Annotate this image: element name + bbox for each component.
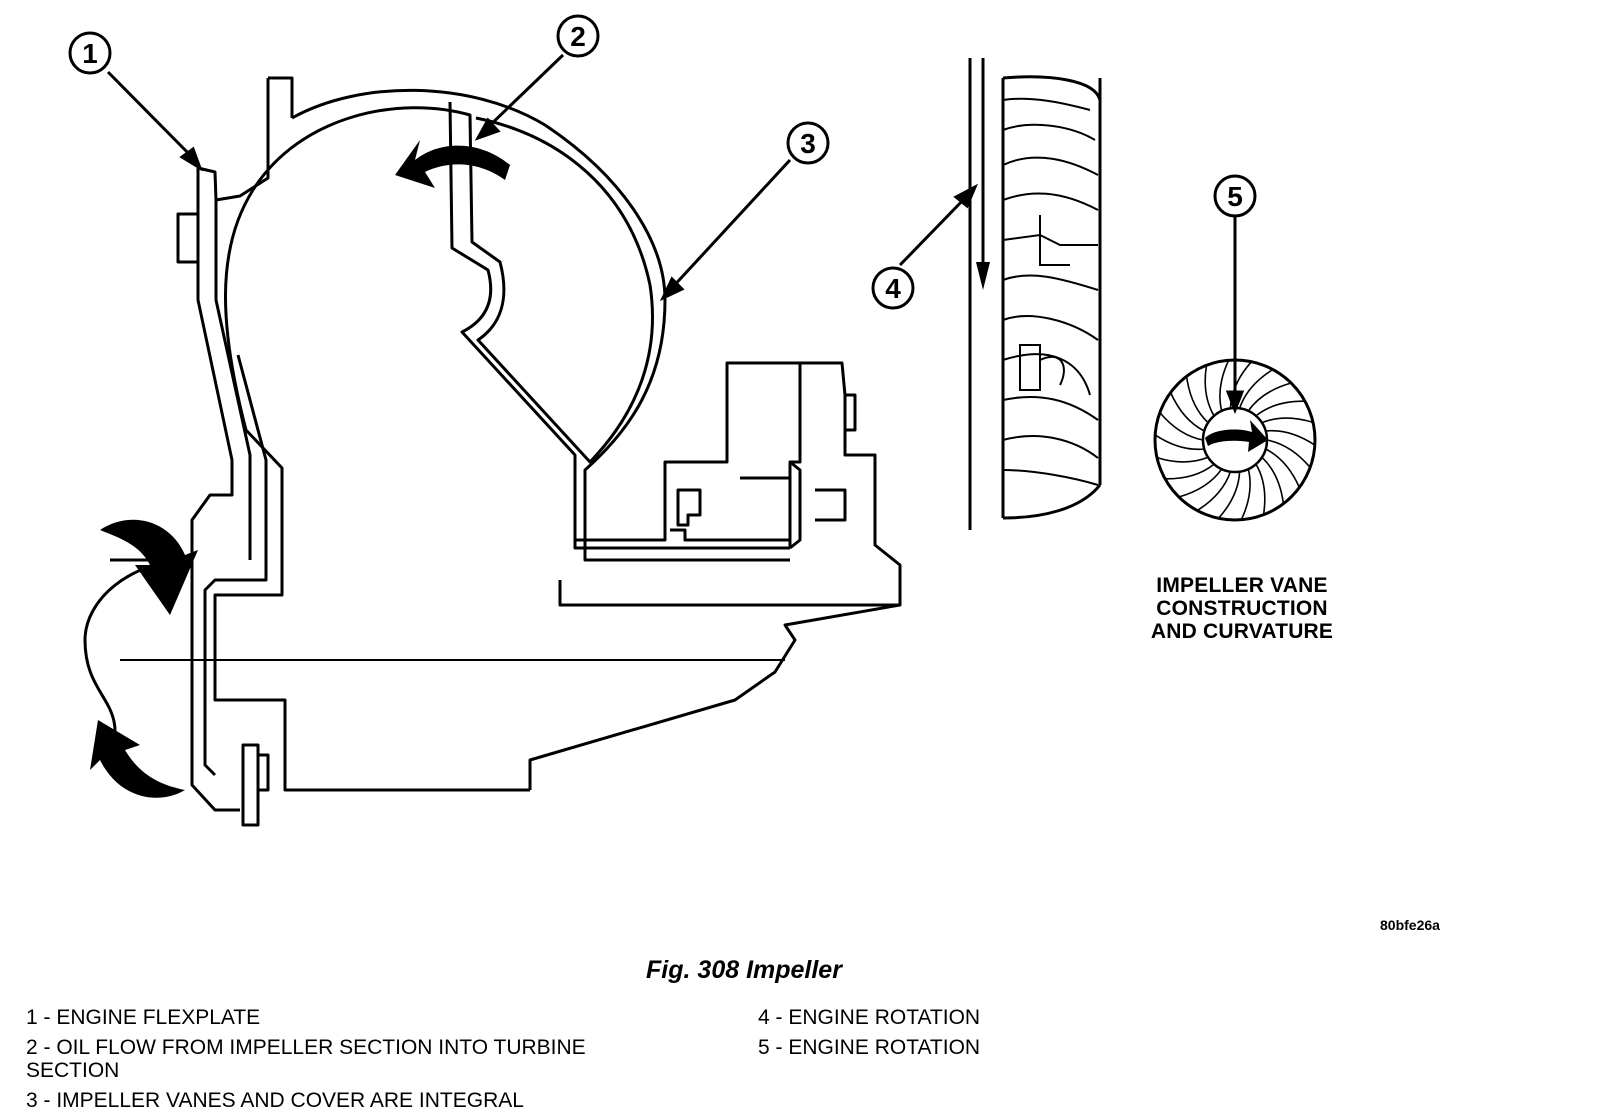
vane-line	[1265, 448, 1301, 488]
callout-2: 2	[556, 14, 600, 58]
vane-caption-line-1: IMPELLER VANE	[1156, 574, 1327, 597]
callout-1: 1	[68, 31, 112, 75]
legend-right: 4 - ENGINE ROTATION 5 - ENGINE ROTATION	[758, 1006, 980, 1059]
legend-item-4: 4 - ENGINE ROTATION	[758, 1006, 981, 1029]
rotation-arrows	[90, 140, 510, 798]
vane-side-view	[968, 58, 1102, 530]
vane-line	[1196, 471, 1232, 512]
vane-line	[1261, 417, 1314, 424]
vane-line	[1238, 368, 1274, 409]
vane-line	[1154, 434, 1205, 451]
oil-flow-arrow	[395, 140, 510, 188]
figure-code: 80bfe26a	[1380, 917, 1440, 933]
vane-line	[1265, 429, 1316, 446]
callout-4-number: 4	[885, 273, 901, 304]
legend-item-3: 3 - IMPELLER VANES AND COVER ARE INTEGRA…	[26, 1089, 524, 1112]
legend-left: 1 - ENGINE FLEXPLATE 2 - OIL FLOW FROM I…	[26, 1006, 586, 1112]
vane-line	[1240, 468, 1251, 521]
legend-item-1: 1 - ENGINE FLEXPLATE	[26, 1006, 261, 1029]
vane-line	[1261, 456, 1285, 504]
legend-item-5: 5 - ENGINE ROTATION	[758, 1036, 981, 1059]
vane-line	[1247, 382, 1292, 412]
callout-5: 5	[1213, 174, 1257, 218]
legend-item-2-cont: SECTION	[26, 1059, 120, 1082]
vane-line	[1185, 376, 1209, 424]
wheel-rotation-arrow	[1205, 420, 1268, 452]
vane-line	[1169, 392, 1205, 432]
callout-5-number: 5	[1227, 181, 1243, 212]
vane-line	[1255, 400, 1305, 417]
vane-line	[1156, 456, 1209, 463]
callout-3: 3	[786, 121, 830, 165]
lower-engine-rotation-arrow	[90, 720, 185, 798]
vane-caption: IMPELLER VANE CONSTRUCTION AND CURVATURE	[1151, 574, 1333, 643]
engine-rotation-down-arrow	[976, 58, 990, 290]
vane-line	[1159, 412, 1204, 441]
vane-line	[1178, 468, 1223, 498]
impeller-vane-wheel	[1153, 358, 1317, 522]
callout-markers: 1 2 3 4 5	[68, 14, 1257, 310]
vane-caption-line-2: CONSTRUCTION	[1156, 597, 1328, 620]
upper-engine-rotation-arrow	[100, 519, 198, 615]
callout-leaders	[106, 53, 1245, 415]
legend-item-2: 2 - OIL FLOW FROM IMPELLER SECTION INTO …	[26, 1036, 586, 1059]
callout-4: 4	[871, 266, 915, 310]
vane-line	[1204, 365, 1215, 417]
torque-converter-cutaway	[83, 76, 902, 827]
figure-title: Fig. 308 Impeller	[646, 956, 843, 984]
vane-line	[1217, 471, 1241, 519]
vane-line	[1266, 439, 1311, 468]
vane-line	[1219, 359, 1230, 412]
vane-caption-line-3: AND CURVATURE	[1151, 620, 1333, 643]
callout-3-number: 3	[800, 128, 816, 159]
callout-2-number: 2	[570, 21, 586, 52]
vane-line	[1165, 463, 1215, 480]
callout-1-number: 1	[82, 38, 98, 69]
vane-line	[1255, 463, 1266, 515]
